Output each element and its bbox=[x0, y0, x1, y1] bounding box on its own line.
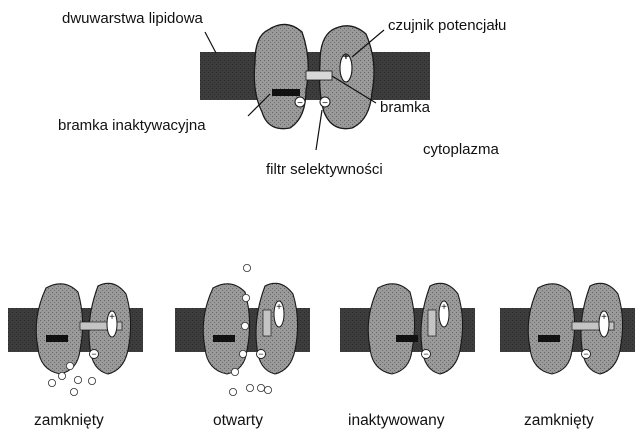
inactivation-gate-3 bbox=[396, 335, 418, 342]
state-label-closed-1: zamknięty bbox=[34, 413, 104, 429]
filter-minus-left: − bbox=[297, 98, 303, 109]
ion-1 bbox=[243, 264, 250, 271]
right-subunit-texture-3 bbox=[421, 283, 463, 374]
label-inactivation-gate: bramka inaktywacyjna bbox=[58, 118, 206, 133]
sensor-plus-2: + bbox=[276, 302, 282, 313]
ion-2 bbox=[242, 294, 249, 301]
left-subunit-texture-4 bbox=[528, 284, 574, 374]
ion-3 bbox=[241, 322, 248, 329]
right-subunit-texture-2 bbox=[256, 283, 298, 374]
ion-14 bbox=[88, 377, 95, 384]
sensor-plus-3: + bbox=[441, 302, 447, 313]
state-label-inactivated: inaktywowany bbox=[348, 413, 445, 429]
ion-9 bbox=[264, 386, 271, 393]
activation-gate-bar bbox=[306, 71, 332, 80]
activation-gate-2 bbox=[263, 310, 271, 336]
label-lipid-bilayer: dwuwarstwa lipidowa bbox=[62, 11, 203, 26]
pointer-lipid-bilayer bbox=[205, 32, 216, 53]
ion-11 bbox=[58, 372, 65, 379]
label-selectivity-filter: filtr selektywności bbox=[266, 162, 383, 177]
state-label-open: otwarty bbox=[213, 413, 263, 429]
left-subunit-texture-3 bbox=[368, 284, 414, 374]
pointer-selectivity-filter bbox=[316, 110, 322, 150]
sensor-plus-4: + bbox=[601, 312, 607, 323]
channel-states-row: + − + − + − + − bbox=[8, 264, 635, 395]
inactivation-gate-4 bbox=[538, 335, 560, 342]
state-label-closed-2: zamknięty bbox=[524, 413, 594, 429]
label-gate: bramka bbox=[380, 100, 430, 115]
ion-15 bbox=[70, 388, 77, 395]
filter-minus-3: − bbox=[423, 349, 428, 359]
inactivation-gate-1 bbox=[46, 335, 68, 342]
activation-gate-3 bbox=[428, 310, 436, 336]
label-voltage-sensor: czujnik potencjału bbox=[388, 18, 506, 33]
filter-minus-2: − bbox=[258, 349, 263, 359]
left-subunit-texture bbox=[254, 24, 308, 128]
filter-minus-right: − bbox=[322, 98, 328, 109]
left-subunit-texture-1 bbox=[36, 284, 82, 374]
label-cytoplasm: cytoplazma bbox=[423, 142, 499, 157]
ion-12 bbox=[74, 376, 81, 383]
filter-minus-4: − bbox=[583, 349, 588, 359]
inactivation-gate-bar bbox=[272, 89, 300, 96]
ion-13 bbox=[48, 379, 55, 386]
inactivation-gate-2 bbox=[213, 335, 235, 342]
filter-minus-1: − bbox=[91, 349, 96, 359]
ion-10 bbox=[66, 362, 73, 369]
ion-8 bbox=[257, 384, 264, 391]
ion-5 bbox=[231, 368, 238, 375]
sensor-plus-1: + bbox=[109, 312, 115, 323]
ion-6 bbox=[229, 388, 236, 395]
ion-7 bbox=[246, 384, 253, 391]
ion-4 bbox=[239, 350, 246, 357]
sensor-plus-sign: + bbox=[343, 51, 349, 63]
main-channel: + − − bbox=[200, 24, 430, 150]
